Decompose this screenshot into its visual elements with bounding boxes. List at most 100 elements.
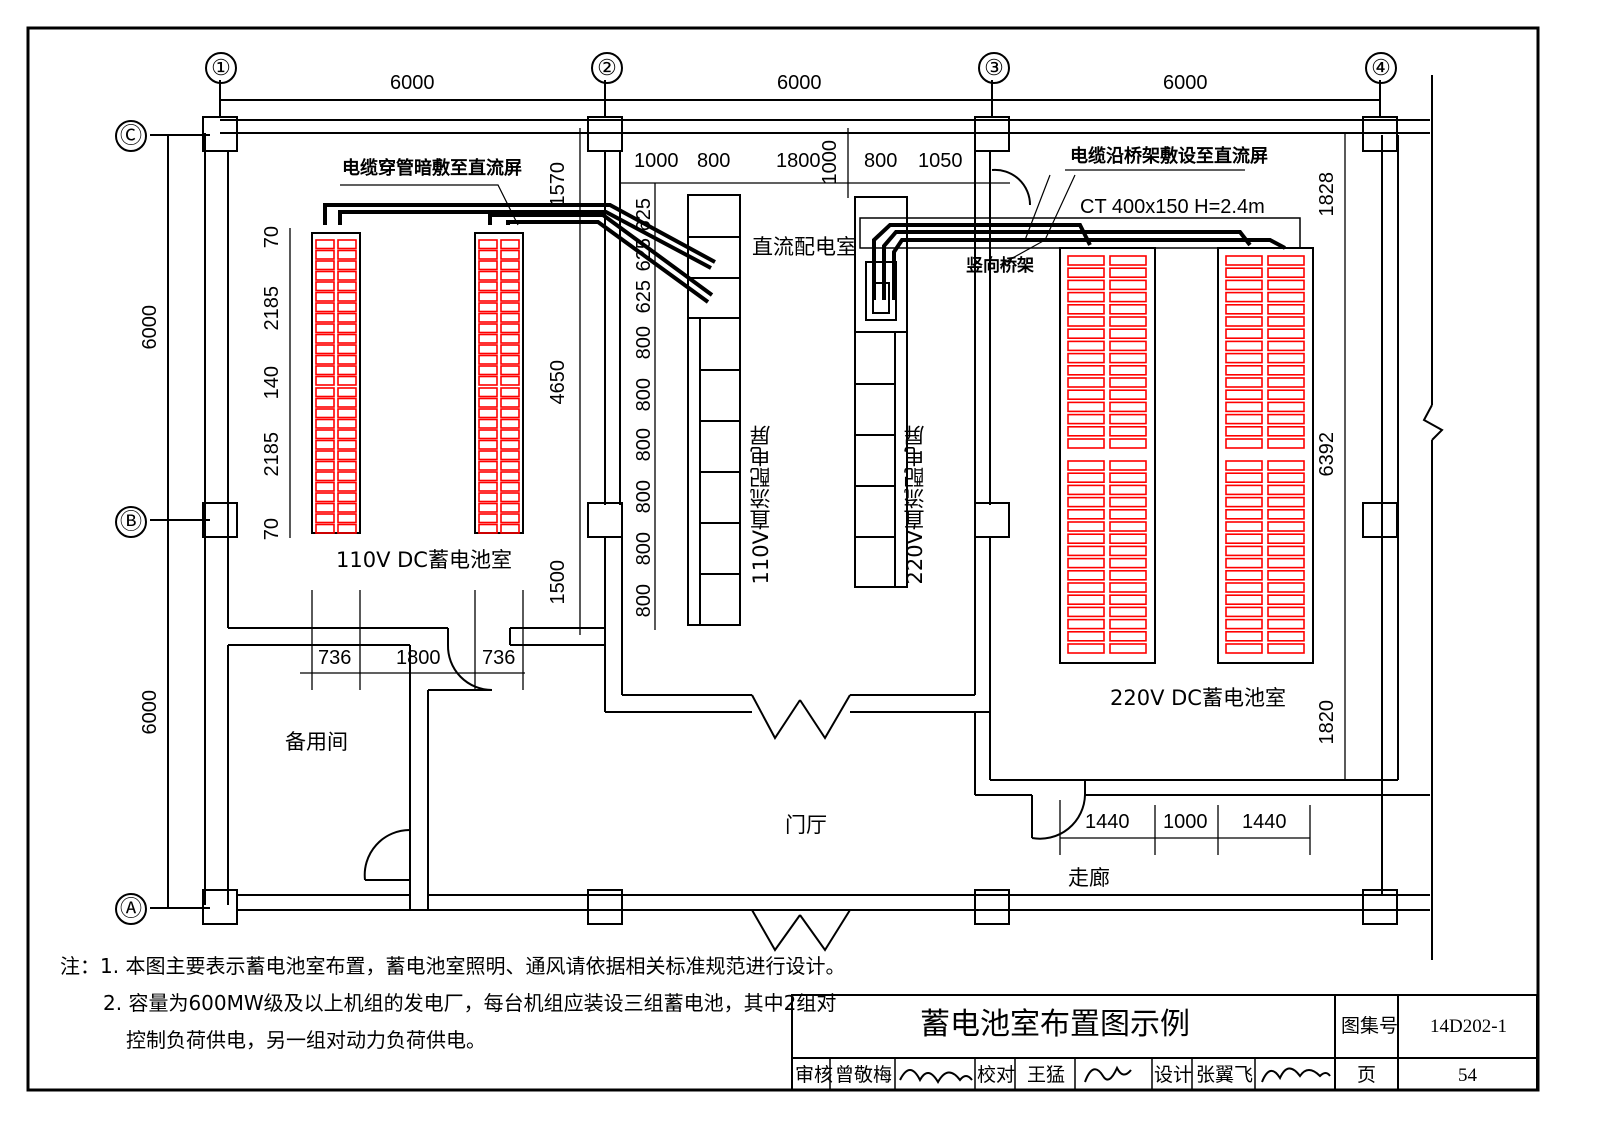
- battery-cell: [478, 502, 498, 513]
- dim-736-a: 736: [318, 647, 352, 669]
- battery-cell: [1225, 328, 1263, 340]
- battery-cell: [478, 323, 498, 334]
- battery-cell: [1225, 508, 1263, 520]
- battery-cell: [315, 492, 335, 503]
- axis-2-bubble: ②: [591, 52, 623, 84]
- battery-cell: [1225, 377, 1263, 388]
- battery-cell: [1109, 377, 1147, 388]
- label-dc-room: 直流配电室: [752, 235, 857, 259]
- battery-cell: [337, 365, 357, 376]
- battery-cell: [1267, 508, 1305, 520]
- battery-cell: [1067, 569, 1105, 581]
- battery-cell: [1225, 279, 1263, 291]
- battery-cell: [478, 260, 498, 271]
- battery-cell: [1067, 618, 1105, 630]
- battery-cell: [1067, 413, 1105, 425]
- battery-cell: [1225, 545, 1263, 557]
- battery-cell: [478, 450, 498, 461]
- note-2b: 控制负荷供电，另一组对动力负荷供电。: [126, 1028, 486, 1052]
- battery-cell: [1067, 340, 1105, 352]
- battery-cell: [1067, 267, 1105, 279]
- battery-cell: [1225, 255, 1263, 266]
- battery-cell: [1109, 582, 1147, 593]
- battery-cell: [478, 354, 498, 365]
- battery-cell: [337, 333, 357, 344]
- battery-cell: [1225, 438, 1263, 449]
- battery-cell: [478, 387, 498, 398]
- dim-bay-c-b: 6000: [139, 305, 161, 350]
- battery-cell: [1267, 484, 1305, 496]
- battery-cell: [478, 365, 498, 376]
- atlas-label: 图集号: [1341, 1015, 1399, 1037]
- battery-cell: [1225, 413, 1263, 425]
- note-2a: 2. 容量为600MW级及以上机组的发电厂，每台机组应装设三组蓄电池，其中2组对: [103, 991, 837, 1015]
- battery-cell: [315, 418, 335, 429]
- dim-70-bottom: 70: [261, 518, 283, 541]
- axis-4-bubble: ④: [1365, 52, 1397, 84]
- battery-cell: [1225, 484, 1263, 496]
- battery-cell: [478, 270, 498, 281]
- battery-cell: [1109, 438, 1147, 449]
- dim-bay-1: 6000: [390, 72, 435, 94]
- battery-cell: [315, 291, 335, 302]
- battery-cells: [315, 239, 1305, 654]
- battery-cell: [1225, 557, 1263, 569]
- axis-1-bubble: ①: [205, 52, 237, 84]
- battery-cell: [500, 260, 520, 271]
- battery-cell: [1225, 630, 1263, 642]
- battery-cell: [1267, 413, 1305, 425]
- dim-2185-b: 2185: [261, 432, 283, 477]
- battery-cell: [337, 239, 357, 250]
- battery-cell: [1267, 267, 1305, 279]
- label-cable-conduit: 电缆穿管暗敷至直流屏: [342, 158, 522, 179]
- battery-cell: [1109, 413, 1147, 425]
- dim-800-d: 800: [633, 378, 655, 412]
- battery-cell: [1109, 508, 1147, 520]
- battery-cell: [315, 354, 335, 365]
- battery-cell: [1267, 630, 1305, 642]
- battery-cell: [1267, 328, 1305, 340]
- battery-cell: [500, 354, 520, 365]
- axis-a-bubble: Ⓐ: [115, 893, 147, 925]
- battery-cell: [315, 344, 335, 355]
- battery-cell: [1109, 340, 1147, 352]
- battery-cell: [1267, 521, 1305, 532]
- axis-3-bubble: ③: [978, 52, 1010, 84]
- battery-cell: [500, 502, 520, 513]
- dim-1800-a: 1800: [396, 647, 441, 669]
- battery-cell: [337, 481, 357, 492]
- battery-cell: [500, 387, 520, 398]
- battery-cell: [1067, 460, 1105, 471]
- battery-cell: [337, 344, 357, 355]
- battery-cell: [337, 471, 357, 482]
- battery-cell: [315, 260, 335, 271]
- battery-cell: [1267, 364, 1305, 376]
- battery-cell: [337, 375, 357, 386]
- dim-800-g: 800: [633, 532, 655, 566]
- battery-cell: [500, 429, 520, 440]
- battery-cell: [1267, 303, 1305, 315]
- battery-cell: [1109, 557, 1147, 569]
- battery-cell: [315, 302, 335, 313]
- battery-cell: [1225, 340, 1263, 352]
- label-110v-panel: 110V直流配电屏: [749, 425, 773, 585]
- battery-cell: [1267, 291, 1305, 303]
- dim-1828: 1828: [1316, 172, 1338, 217]
- battery-cell: [1067, 401, 1105, 413]
- battery-cell: [1067, 328, 1105, 340]
- battery-cell: [500, 460, 520, 471]
- battery-cell: [478, 481, 498, 492]
- battery-cell: [337, 323, 357, 334]
- battery-cell: [1067, 316, 1105, 327]
- battery-cell: [1109, 521, 1147, 532]
- dim-1000-a: 1000: [634, 150, 679, 172]
- dim-800-c: 800: [633, 326, 655, 360]
- label-cable-tray: 电缆沿桥架敷设至直流屏: [1070, 146, 1268, 167]
- battery-cell: [337, 354, 357, 365]
- battery-cell: [500, 239, 520, 250]
- battery-cell: [315, 450, 335, 461]
- battery-cell: [337, 408, 357, 419]
- battery-cell: [500, 270, 520, 281]
- atlas-number: 14D202-1: [1430, 1016, 1508, 1037]
